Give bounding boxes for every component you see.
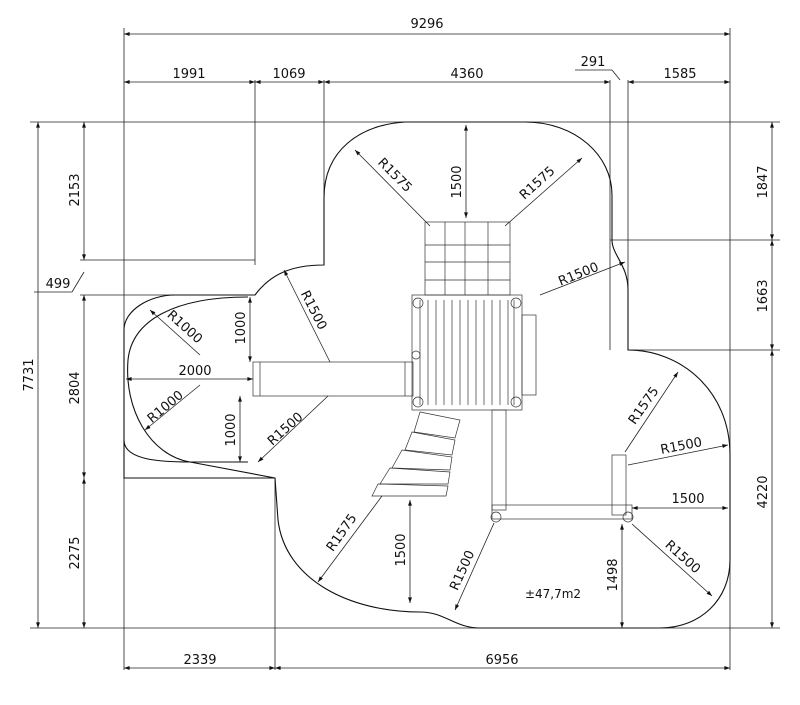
spiral-steps [371, 411, 461, 497]
dim-left-3: 2804 [68, 371, 83, 404]
dim-right: 1847 1663 4220 [756, 122, 774, 628]
dim-top-3: 4360 [450, 67, 483, 82]
climbing-net [424, 221, 511, 296]
construction-frame [30, 28, 780, 670]
radius-r1500-right-upper: R1500 [556, 260, 601, 290]
dim-inner-1000-lower: 1000 [224, 413, 239, 446]
dim-inner-1500-right: 1500 [671, 492, 704, 507]
radius-r1500-upper-left: R1500 [297, 288, 329, 332]
radius-callouts: R1575 R1575 R1500 R1000 R1000 R1500 R150… [144, 149, 729, 611]
dim-bottom-1: 2339 [183, 653, 216, 668]
dim-top-row: 1991 1069 4360 291 1585 [124, 55, 730, 84]
dim-left: 7731 2153 499 2804 2275 [22, 122, 86, 628]
dim-inner-1500-top: 1500 [450, 165, 465, 198]
dim-overall-width: 9296 [124, 17, 730, 36]
dim-top-5: 1585 [663, 67, 696, 82]
tower-deck [411, 294, 523, 411]
dim-inner: 1500 1000 2000 1000 1500 1500 1498 [126, 125, 728, 628]
radius-r1500-lower-left: R1500 [265, 410, 306, 449]
slide [252, 361, 414, 397]
dim-right-1: 1847 [756, 165, 771, 198]
dim-overall-width-label: 9296 [410, 17, 443, 32]
area-label: ±47,7m2 [525, 587, 581, 601]
radius-r1575-right: R1575 [626, 384, 662, 427]
dim-inner-2000: 2000 [178, 364, 211, 379]
radius-r1500-bottom-right: R1500 [662, 538, 703, 577]
dim-inner-1498: 1498 [606, 558, 621, 591]
radius-r1500-bottom-mid: R1500 [447, 548, 478, 593]
left-bottom-lobe [123, 439, 276, 479]
dim-inner-1500-bottom: 1500 [394, 533, 409, 566]
deck-planks [419, 300, 515, 405]
swing-frame [490, 409, 634, 523]
dim-bottom-row: 2339 6956 [124, 653, 730, 670]
dim-inner-1000-upper: 1000 [234, 311, 249, 344]
safety-zone-outline [123, 121, 731, 629]
left-lobe-outline [127, 296, 249, 463]
dim-top-1: 1991 [172, 67, 205, 82]
dim-left-2: 499 [46, 277, 71, 292]
dim-top-2: 1069 [272, 67, 305, 82]
radius-r1000-lower: R1000 [145, 388, 187, 427]
dim-overall-height-label: 7731 [22, 358, 37, 391]
dim-left-4: 2275 [68, 536, 83, 569]
dim-top-4: 291 [581, 55, 606, 70]
dim-right-3: 4220 [756, 475, 771, 508]
dim-left-1: 2153 [68, 173, 83, 206]
dim-right-2: 1663 [756, 279, 771, 312]
dim-bottom-2: 6956 [485, 653, 518, 668]
